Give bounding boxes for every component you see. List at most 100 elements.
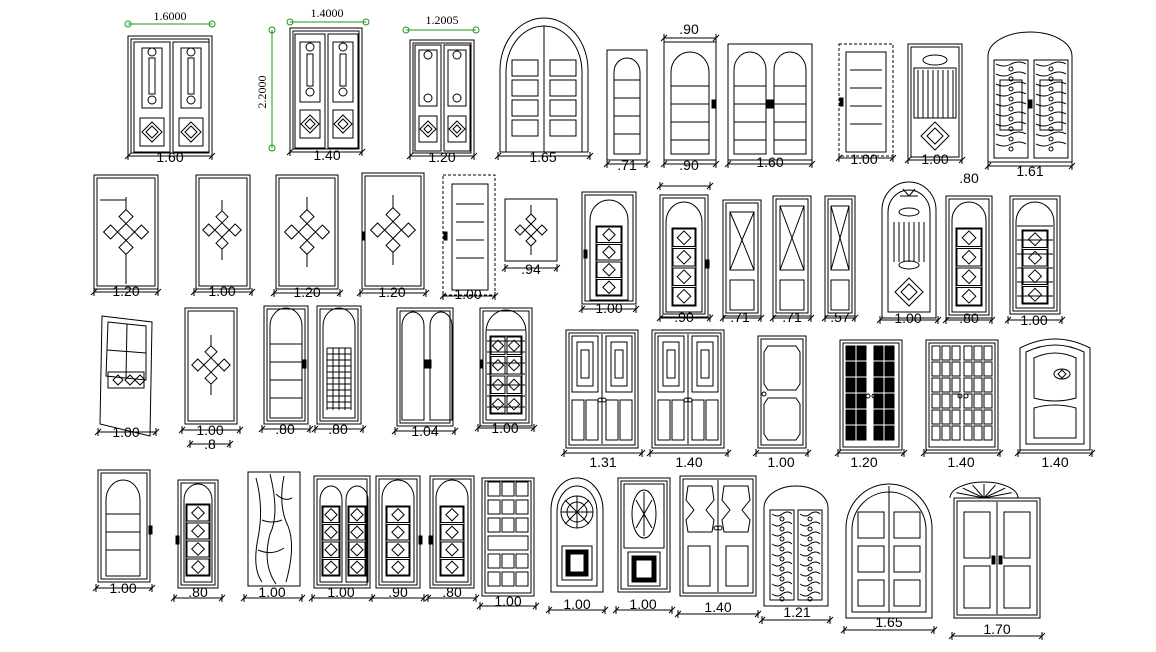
drawing-stroke [910,46,960,158]
drawing-stroke [775,198,809,314]
drawing-stroke [845,377,856,393]
drawing-stroke [672,228,696,247]
drawing-stroke [186,440,234,448]
drawing-stroke [258,425,314,433]
dim-r1-8: 1.00 [850,151,877,167]
drawing-stroke [452,124,462,134]
dim-r1-9: 1.00 [921,151,948,167]
drawing-stroke [1022,286,1048,304]
drawing-stroke [770,99,775,109]
drawing-stroke [585,399,599,441]
dim-r2-11: .57 [830,309,850,325]
drawing-stroke [676,249,692,265]
drawing-stroke [445,507,459,522]
drawing-stroke [595,225,623,297]
drawing-stroke [314,224,331,240]
door-r3-7 [560,329,646,457]
drawing-stroke [275,174,339,290]
drawing-stroke [228,223,242,237]
drawing-stroke [898,207,920,217]
dim-r2-13: .80 [959,310,979,326]
drawing-stroke [383,220,403,240]
drawing-stroke [124,20,132,28]
drawing-stroke [602,245,616,260]
drawing-stroke [733,51,767,155]
drawing-stroke [133,224,150,240]
door-r3-10 [834,339,908,457]
drawing-stroke [941,425,951,441]
door-r2-8 [656,182,714,322]
drawing-stroke [356,289,430,297]
drawing-stroke [893,579,921,607]
drawing-stroke [596,261,622,278]
drawing-stroke [884,393,895,409]
drawing-stroke [956,248,982,267]
dim-r4-13: 1.70 [983,621,1010,637]
drawing-stroke [1019,338,1091,451]
drawing-stroke [418,115,438,143]
drawing-stroke [760,338,804,446]
drawing-stroke [840,626,938,634]
drawing-stroke [198,177,248,287]
drawing-stroke [948,198,990,316]
drawing-stroke [900,188,918,197]
drawing-stroke [873,409,884,425]
drawing-stroke [445,542,459,557]
drawing-stroke [324,525,338,540]
drawing-stroke [799,571,821,577]
drawing-stroke [423,124,433,134]
drawing-stroke [657,335,685,393]
drawing-stroke [423,50,433,60]
door-r4-6 [424,475,480,602]
drawing-stroke [771,511,793,517]
drawing-stroke [941,409,951,425]
drawing-stroke [549,59,577,77]
drawing-stroke [779,205,805,271]
drawing-stroke [400,222,417,238]
drawing-stroke [666,349,676,379]
drawing-stroke [956,267,982,286]
drawing-stroke [180,121,202,143]
drawing-stroke [931,345,941,361]
drawing-stroke [865,393,871,399]
drawing-stroke [973,377,983,393]
dim-r3-8: 1.31 [589,454,616,470]
drawing-stroke [452,50,462,60]
drawing-stroke [894,277,924,307]
drawing-stroke [584,194,634,302]
drawing-stroke [409,39,475,157]
door-r2-11 [821,195,859,322]
drawing-stroke [283,224,300,240]
drawing-stroke [799,591,821,597]
drawing-stroke [345,485,369,583]
drawing-stroke [771,581,793,587]
drawing-stroke [440,559,464,576]
drawing-stroke [1021,229,1049,305]
drawing-stroke [440,541,464,558]
drawing-stroke [361,172,425,290]
drawing-stroke [1022,230,1048,248]
drawing-stroke [758,616,834,624]
door-r3-11 [920,339,1004,457]
drawing-stroke [525,213,537,225]
drawing-stroke [270,289,344,297]
drawing-stroke [506,356,522,375]
drawing-stroke [951,425,961,441]
drawing-stroke [215,210,229,224]
drawing-stroke [623,483,665,549]
drawing-stroke [506,375,522,394]
drawing-stroke [685,485,715,533]
drawing-stroke [439,292,499,300]
door-r1-6 [660,34,720,168]
door-r1-5 [603,49,651,168]
drawing-stroke [474,424,538,432]
drawing-stroke [299,109,321,139]
drawing-stroke [487,481,501,497]
drawing-stroke [931,361,941,377]
drawing-stroke [134,374,146,386]
drawing-stroke [472,26,480,34]
dim-r4-4: 1.00 [327,584,354,600]
drawing-stroke [779,566,785,572]
drawing-stroke [873,361,884,377]
drawing-stroke [402,26,410,34]
